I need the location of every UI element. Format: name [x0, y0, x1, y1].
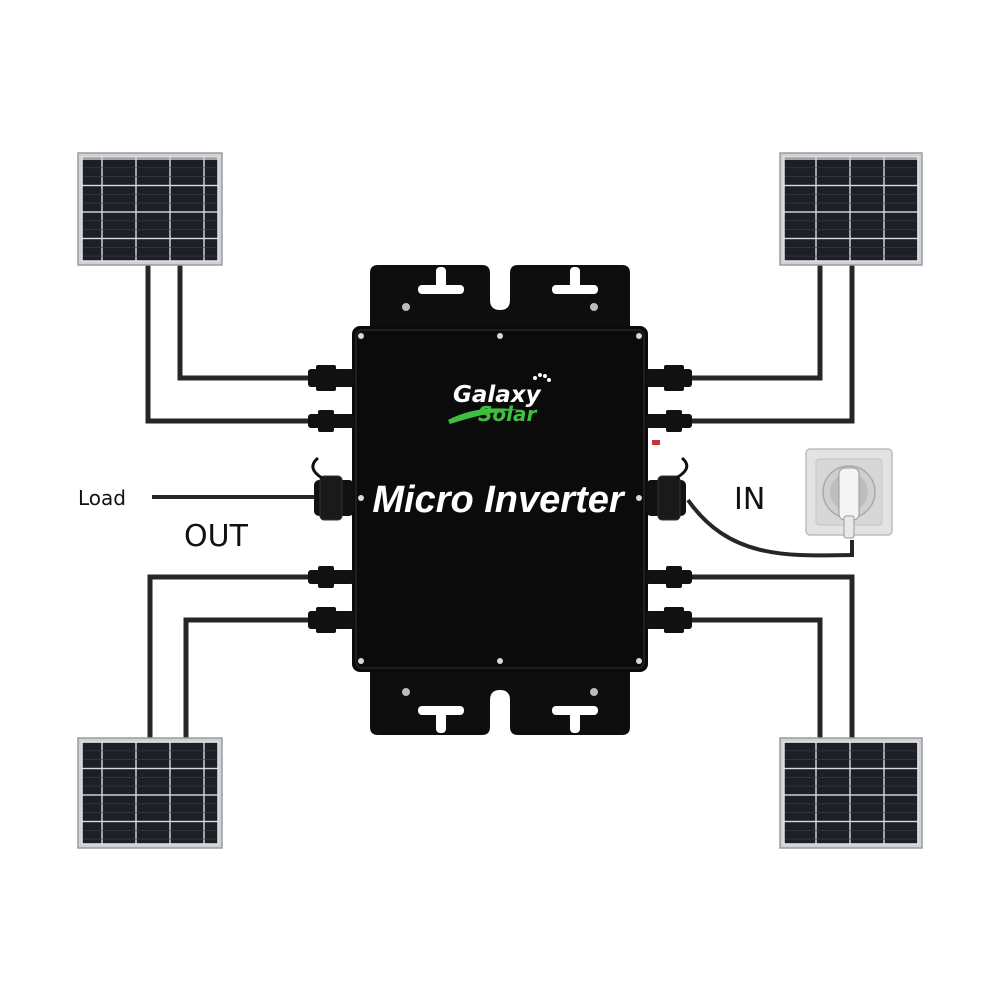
cable-top-left-outer — [145, 262, 312, 424]
bottom-mounting-bracket — [370, 660, 630, 735]
cable-bottom-right-inner — [686, 617, 823, 740]
ground-screw-icon — [402, 303, 410, 311]
brand-swoosh-icon — [448, 408, 520, 424]
in-label: IN — [734, 482, 765, 517]
paw-icon — [533, 373, 551, 382]
mc4-connector-left-4 — [308, 607, 354, 633]
ground-screw-icon — [402, 688, 410, 696]
wall-socket — [805, 448, 893, 539]
cable-bottom-right-outer — [686, 574, 855, 740]
bottom-bracket-slots — [418, 706, 598, 733]
solar-panel-top-left — [77, 152, 223, 266]
top-bracket-slots — [418, 267, 598, 294]
device-title: Micro Inverter — [372, 479, 626, 521]
load-label: Load — [78, 486, 126, 510]
top-mounting-bracket — [370, 265, 630, 330]
dc-connectors-left — [308, 365, 354, 633]
mc4-connector-right-1 — [646, 365, 692, 391]
housing-screws — [358, 333, 642, 664]
plug-icon — [838, 467, 860, 539]
cable-top-right-outer — [686, 262, 855, 424]
mc4-connector-right-3 — [646, 566, 692, 588]
status-led — [652, 440, 660, 445]
mc4-connector-right-2 — [646, 410, 692, 432]
out-label: OUT — [184, 519, 249, 554]
solar-panel-top-right — [779, 152, 923, 266]
ground-screw-icon — [590, 303, 598, 311]
mc4-connector-right-4 — [646, 607, 692, 633]
brand-line1: Galaxy — [453, 382, 542, 408]
cable-top-left-inner — [177, 262, 312, 381]
cable-top-right-inner — [686, 262, 823, 381]
dc-cables — [145, 262, 855, 740]
cable-bottom-left-inner — [183, 617, 312, 740]
brand-line2: Solar — [478, 402, 537, 426]
brand-logo: Galaxy Solar — [448, 373, 551, 426]
dc-connectors-right — [646, 365, 692, 633]
grid-cable — [686, 498, 854, 558]
cable-bottom-left-outer — [147, 574, 312, 740]
inverter-device: Galaxy Solar Micro Inverter — [352, 265, 660, 735]
ground-screw-icon — [590, 688, 598, 696]
inverter-housing — [352, 326, 648, 672]
mc4-connector-left-2 — [308, 410, 354, 432]
solar-panel-bottom-left — [77, 737, 223, 849]
mc4-connector-left-1 — [308, 365, 354, 391]
ac-input-connector — [646, 456, 689, 521]
solar-panel-bottom-right — [779, 737, 923, 849]
ac-output-connector — [311, 456, 354, 521]
mc4-connector-left-3 — [308, 566, 354, 588]
